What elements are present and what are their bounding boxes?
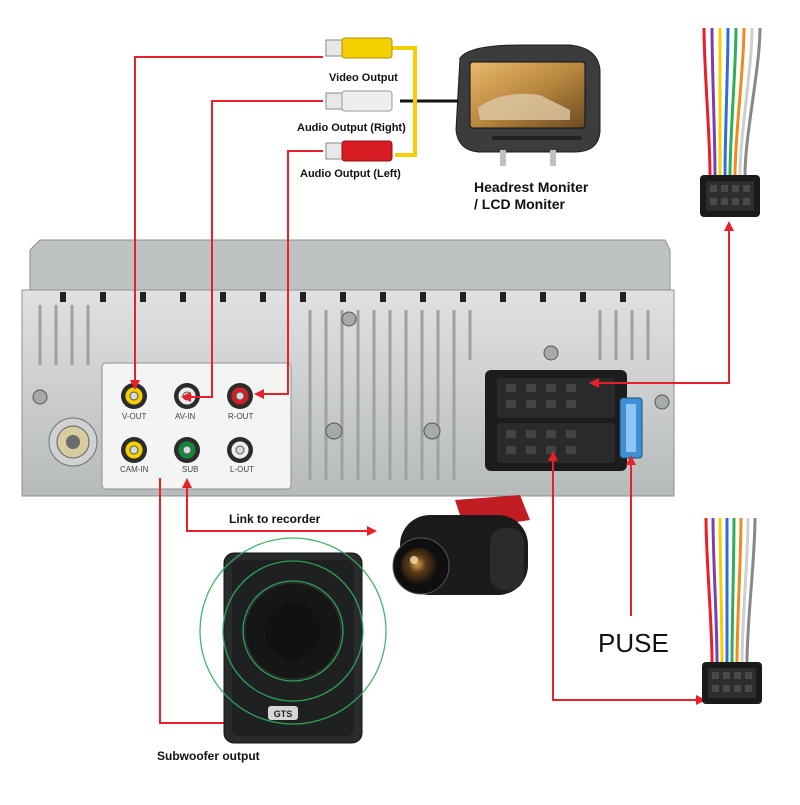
rca-jack-r-out[interactable]	[227, 383, 253, 409]
harness-wire	[702, 27, 712, 176]
rca-jack-sub[interactable]	[174, 437, 200, 463]
harness-wire	[740, 517, 750, 663]
rca-jack-l-out[interactable]	[227, 437, 253, 463]
label-lcd-monitor: / LCD Moniter	[474, 196, 565, 212]
label-audio-output-right: Audio Output (Right)	[297, 122, 406, 134]
fuse-holder[interactable]	[619, 397, 643, 459]
av-cable	[392, 46, 417, 157]
rca-jack-cam-in[interactable]	[121, 437, 147, 463]
harness-wire	[735, 517, 743, 663]
wire-recorder	[182, 478, 377, 536]
port-label-cam-in: CAM-IN	[120, 465, 149, 474]
wire-bottom-harness	[548, 451, 706, 705]
wiring-harness-bottom	[702, 517, 762, 704]
headrest-monitor	[455, 44, 601, 166]
harness-wire	[710, 27, 717, 176]
label-link-to-recorder: Link to recorder	[229, 512, 321, 526]
label-audio-output-left: Audio Output (Left)	[300, 168, 401, 180]
wire-subwoofer	[159, 478, 234, 728]
connection-wires	[130, 56, 734, 728]
harness-wire	[711, 517, 719, 663]
label-subwoofer-output: Subwoofer output	[157, 749, 260, 763]
label-headrest-monitor: Headrest Moniter	[474, 179, 589, 195]
dash-camera	[392, 495, 530, 595]
label-fuse: PUSE	[598, 628, 669, 658]
wire-audio-left	[254, 150, 323, 399]
port-label-l-out: L-OUT	[230, 465, 254, 474]
label-video-output: Video Output	[329, 72, 398, 84]
rca-plug-video	[325, 37, 393, 59]
port-label-sub: SUB	[182, 465, 199, 474]
harness-wire	[733, 27, 746, 176]
port-label-v-out: V-OUT	[122, 412, 147, 421]
harness-wire	[738, 27, 754, 176]
rca-plug-audio-left	[325, 140, 393, 162]
port-label-r-out: R-OUT	[228, 412, 254, 421]
harness-wire	[718, 517, 724, 663]
harness-wire	[743, 27, 762, 176]
wire-audio-right	[181, 100, 323, 402]
subwoofer-brand-badge: GTS	[274, 709, 293, 719]
harness-wire	[728, 27, 738, 176]
wire-top-harness	[589, 221, 734, 388]
wire-video-output	[130, 56, 323, 390]
harness-wire	[723, 27, 730, 176]
rca-plug-audio-right	[325, 90, 393, 112]
wiring-harness-top	[700, 27, 762, 217]
harness-wire	[704, 517, 714, 663]
subwoofer	[199, 537, 387, 744]
harness-wire	[745, 517, 757, 663]
harness-wire	[730, 517, 736, 663]
rca-jack-v-out[interactable]	[121, 383, 147, 409]
iso-connector-port[interactable]	[485, 370, 627, 471]
port-label-av-in: AV-IN	[175, 412, 196, 421]
